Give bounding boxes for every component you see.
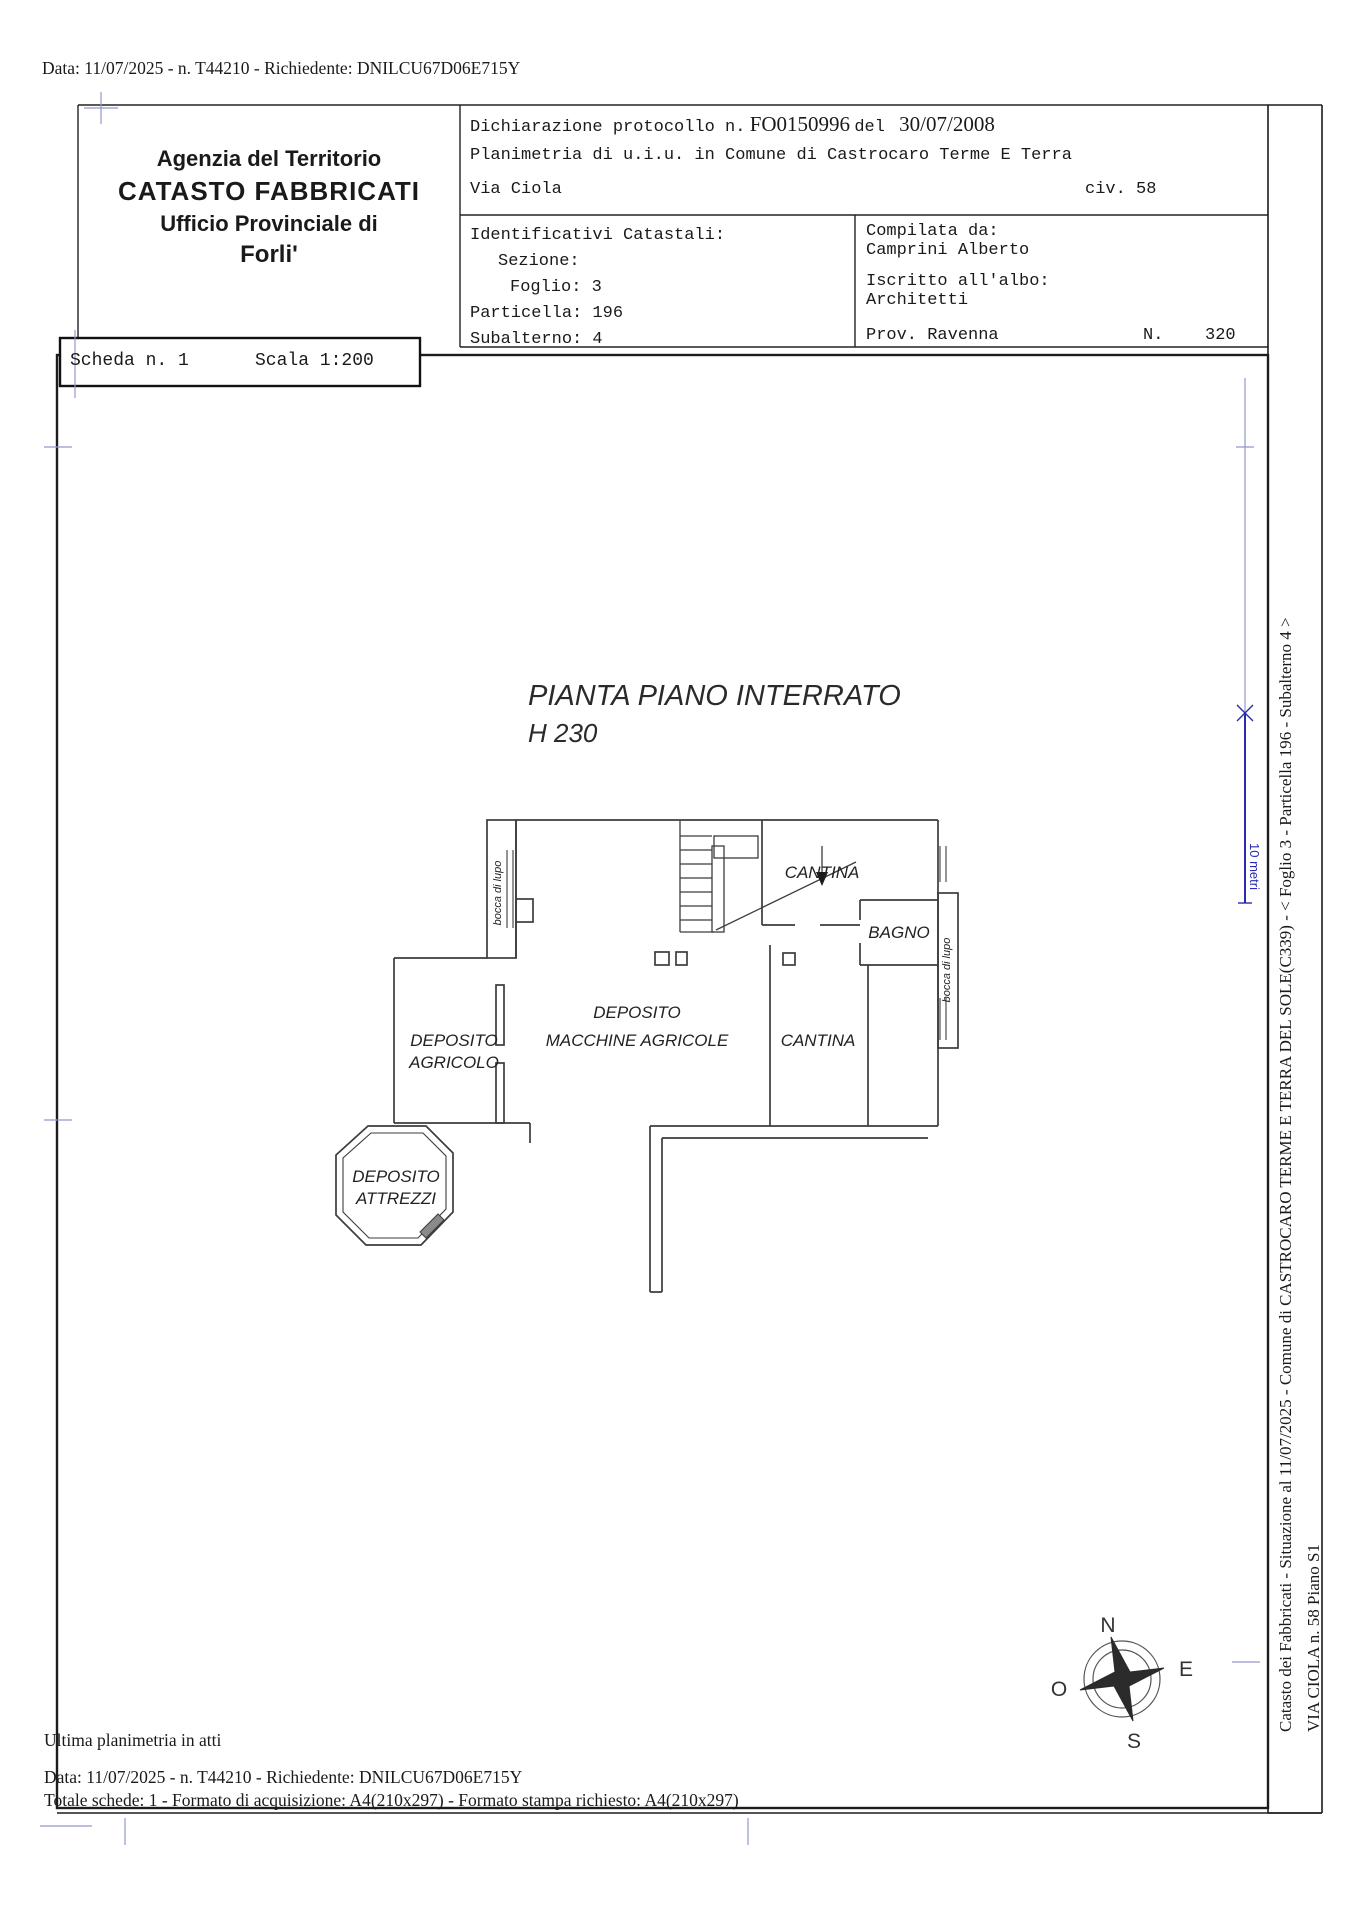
scheda-box (58, 336, 422, 388)
room-label-cantina-top: CANTINA (785, 863, 860, 882)
room-label-agricolo-1: DEPOSITO (410, 1031, 498, 1050)
compass-letter-n: N (1100, 1614, 1115, 1637)
bottom-line-1: Ultima planimetria in atti (44, 1730, 222, 1750)
bottom-line-2: Data: 11/07/2025 - n. T44210 - Richieden… (44, 1767, 523, 1787)
room-label-deposito-2: MACCHINE AGRICOLE (546, 1031, 729, 1050)
plan-title: PIANTA PIANO INTERRATO (528, 680, 901, 712)
room-label-bagno: BAGNO (868, 923, 929, 942)
foglio-line: Foglio: 3 (510, 278, 602, 297)
header-frame (77, 104, 1268, 348)
protocol-date: 30/07/2008 (899, 112, 995, 136)
room-label-cantina-right: CANTINA (781, 1031, 856, 1050)
albo-number-label: N. (1143, 326, 1164, 345)
room-label-agricolo-2: AGRICOLO (408, 1053, 499, 1072)
prov-line: Prov. Ravenna (866, 326, 999, 345)
room-label-attrezzi-2: ATTREZZI (355, 1189, 436, 1208)
scale-bar (1236, 378, 1254, 904)
registration-marks (40, 92, 1260, 1845)
agency-line-2: CATASTO FABBRICATI (117, 176, 421, 206)
compass-letter-s: S (1127, 1730, 1141, 1753)
street-name: Via Ciola (470, 180, 562, 199)
subalterno-line: Subalterno: 4 (470, 330, 603, 349)
albo-label: Iscritto all'albo: (866, 272, 1050, 291)
room-label-deposito-1: DEPOSITO (593, 1003, 681, 1022)
bocca-label-right: bocca di lupo (941, 938, 953, 1003)
identificativi-title: Identificativi Catastali: (470, 226, 726, 245)
protocol-number: FO0150996 (749, 112, 851, 136)
compilata-name: Camprini Alberto (866, 241, 1030, 260)
scheda-label: Scheda n. 1 (70, 351, 189, 371)
room-label-attrezzi-1: DEPOSITO (352, 1167, 440, 1186)
stairs (679, 820, 857, 933)
scala-label: Scala 1:200 (255, 351, 374, 371)
agency-line-1: Agenzia del Territorio (156, 146, 382, 171)
protocol-label: Dichiarazione protocollo n. (470, 118, 746, 137)
particella-line: Particella: 196 (470, 304, 624, 323)
planimetria-line: Planimetria di u.i.u. in Comune di Castr… (470, 146, 1072, 165)
compass-letter-e: E (1179, 1658, 1193, 1681)
albo-value: Architetti (866, 291, 969, 310)
bocca-label-left: bocca di lupo (492, 861, 504, 926)
protocol-line: Dichiarazione protocollo n. FO0150996 de… (470, 112, 995, 137)
top-date-line: Data: 11/07/2025 - n. T44210 - Richieden… (42, 58, 521, 78)
sidebar-text-1: Catasto dei Fabbricati - Situazione al 1… (1276, 617, 1295, 1732)
document-frame (55, 353, 1322, 1814)
agency-line-3: Ufficio Provinciale di (160, 211, 378, 236)
floor-plan-walls (335, 819, 959, 1293)
plan-height-label: H 230 (528, 718, 598, 748)
stairs-arrow-icon (816, 872, 828, 886)
bottom-line-3: Totale schede: 1 - Formato di acquisizio… (44, 1790, 739, 1810)
scale-bar-label: 10 metri (1247, 843, 1262, 890)
albo-number-value: 320 (1205, 326, 1236, 345)
sezione-line: Sezione: (498, 252, 580, 271)
compass-letter-o: O (1051, 1678, 1067, 1701)
door-hatch (419, 1213, 445, 1239)
sidebar-text-2: VIA CIOLA n. 58 Piano S1 (1304, 1544, 1323, 1732)
compass-icon: N E S O (1051, 1614, 1193, 1753)
civic-number: civ. 58 (1085, 180, 1157, 199)
protocol-del: del (854, 118, 885, 137)
compilata-label: Compilata da: (866, 222, 999, 241)
agency-line-4: Forli' (240, 241, 298, 268)
